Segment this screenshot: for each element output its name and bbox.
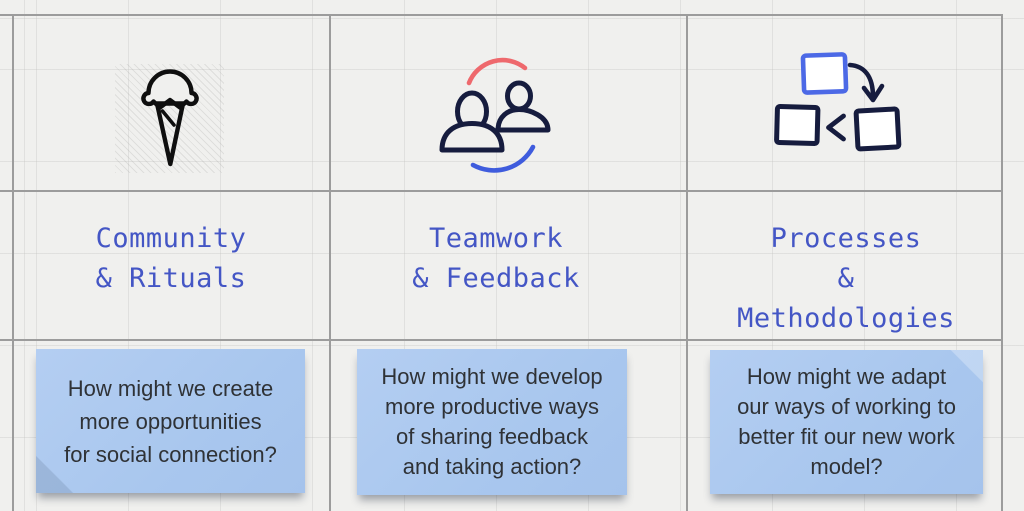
table-row-divider-2 (0, 339, 1003, 341)
ice-cream-icon[interactable] (141, 64, 199, 170)
table-border-right (1001, 14, 1003, 511)
sticky-note-teamwork[interactable]: How might we develop more productive way… (357, 349, 627, 495)
people-sync-icon[interactable] (439, 57, 551, 173)
table-border-top (0, 14, 1003, 16)
sticky-note-processes[interactable]: How might we adapt our ways of working t… (710, 350, 983, 494)
table-column-divider-2 (686, 14, 688, 511)
table-column-divider-1 (329, 14, 331, 511)
process-squares-icon[interactable] (770, 50, 905, 155)
column-title-teamwork[interactable]: Teamwork & Feedback (412, 223, 580, 294)
column-title-processes[interactable]: Processes & Methodologies (737, 223, 955, 334)
table-row-divider-1 (0, 190, 1003, 192)
table-border-left (12, 14, 14, 511)
sticky-note-community[interactable]: How might we create more opportunities f… (36, 349, 305, 493)
column-title-community[interactable]: Community & Rituals (95, 223, 247, 294)
